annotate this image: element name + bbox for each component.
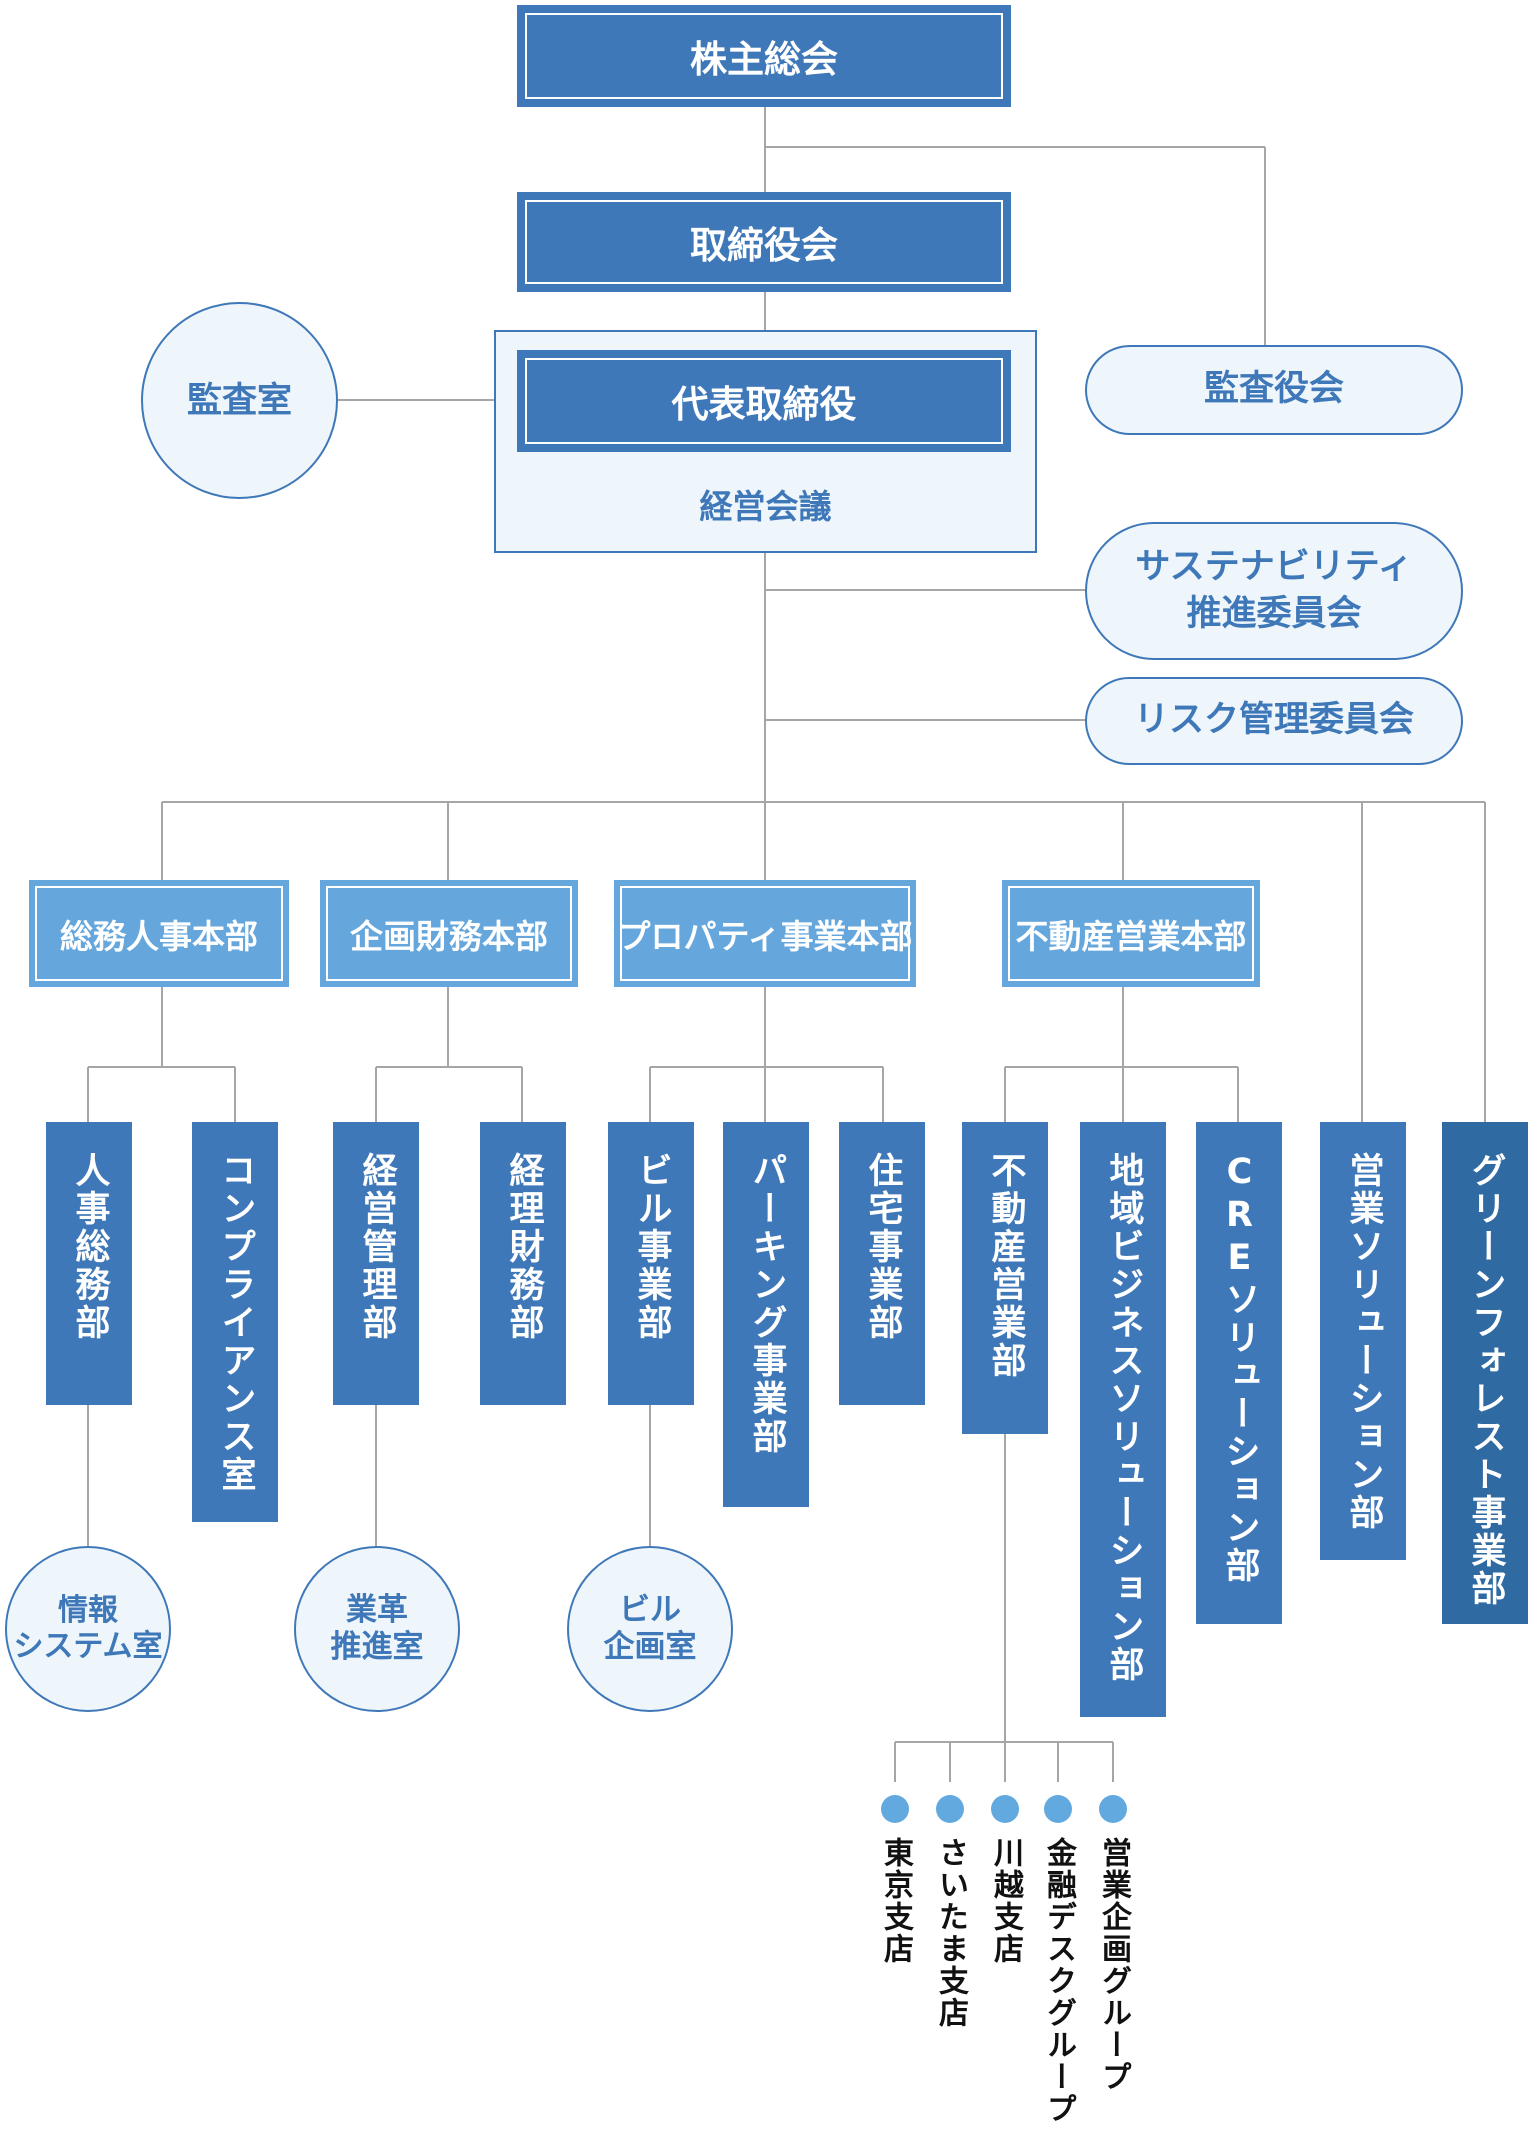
board-of-directors-box: 取締役会: [517, 192, 1011, 292]
dept-parking-label: パーキング事業部: [746, 1152, 787, 1456]
dept-sales-solutions: 営業ソリューション部: [1320, 1122, 1406, 1560]
audit-office-label: 監査室: [186, 380, 292, 421]
dept-compliance-label: コンプライアンス室: [215, 1152, 256, 1494]
branch-tokyo: 東京支店: [878, 1837, 913, 1965]
division-planning-finance: 企画財務本部: [320, 880, 578, 987]
sustainability-committee-pill: サステナビリティ 推進委員会: [1085, 522, 1463, 660]
sustainability-committee-line1: サステナビリティ: [1135, 546, 1413, 587]
division-planning-finance-label: 企画財務本部: [350, 916, 548, 956]
dept-hr-general: 人事総務部: [46, 1122, 132, 1405]
division-general-hr-label: 総務人事本部: [60, 916, 258, 956]
sustainability-committee-line2: 推進委員会: [1186, 594, 1362, 634]
dept-accounting-finance: 経理財務部: [480, 1122, 566, 1405]
dept-cre-solutions: CREソリューション部: [1196, 1122, 1282, 1624]
shareholders-meeting-label: 株主総会: [690, 38, 838, 81]
division-real-estate-sales: 不動産営業本部: [1002, 880, 1260, 987]
dept-business-mgmt-label: 経営管理部: [356, 1152, 397, 1342]
branch-dot: [936, 1795, 964, 1823]
dept-housing: 住宅事業部: [839, 1122, 925, 1405]
office-building-planning: ビル 企画室: [567, 1546, 733, 1712]
dept-business-mgmt: 経営管理部: [333, 1122, 419, 1405]
dept-green-forest: グリーンフォレスト事業部: [1442, 1122, 1528, 1624]
dept-compliance: コンプライアンス室: [192, 1122, 278, 1522]
audit-board-label: 監査役会: [1203, 369, 1344, 410]
dept-real-estate-sales-label: 不動産営業部: [985, 1152, 1026, 1380]
office-building-planning-line1: ビル: [619, 1591, 681, 1628]
president-label: 代表取締役: [671, 383, 857, 426]
office-info-systems-line1: 情報: [58, 1593, 118, 1628]
branch-dot: [1099, 1795, 1127, 1823]
division-property: プロパティ事業本部: [614, 880, 916, 987]
branch-dot: [1044, 1795, 1072, 1823]
branch-dot: [991, 1795, 1019, 1823]
dept-building-label: ビル事業部: [631, 1152, 672, 1342]
office-building-planning-line2: 企画室: [603, 1629, 697, 1665]
dept-accounting-finance-label: 経理財務部: [503, 1152, 544, 1342]
office-reform-promotion-line1: 業革: [346, 1591, 408, 1628]
branch-dot: [881, 1795, 909, 1823]
division-property-label: プロパティ事業本部: [617, 916, 913, 956]
dept-green-forest-label: グリーンフォレスト事業部: [1465, 1152, 1506, 1608]
board-of-directors-label: 取締役会: [690, 224, 838, 267]
division-real-estate-sales-label: 不動産営業本部: [1015, 916, 1247, 956]
risk-committee-label: リスク管理委員会: [1133, 700, 1414, 741]
office-info-systems-line2: システム室: [13, 1629, 163, 1664]
dept-regional-solutions: 地域ビジネスソリューション部: [1080, 1122, 1166, 1717]
dept-housing-label: 住宅事業部: [862, 1152, 903, 1342]
shareholders-meeting-box: 株主総会: [517, 5, 1011, 107]
office-reform-promotion-line2: 推進室: [330, 1629, 424, 1665]
risk-committee-pill: リスク管理委員会: [1085, 677, 1463, 765]
president-box: 代表取締役: [517, 350, 1011, 452]
audit-office-circle: 監査室: [141, 302, 338, 499]
office-reform-promotion: 業革 推進室: [294, 1546, 460, 1712]
dept-hr-general-label: 人事総務部: [69, 1152, 110, 1342]
dept-cre-solutions-label: CREソリューション部: [1219, 1152, 1260, 1585]
dept-regional-solutions-label: 地域ビジネスソリューション部: [1103, 1152, 1144, 1684]
division-general-hr: 総務人事本部: [29, 880, 289, 987]
dept-real-estate-sales: 不動産営業部: [962, 1122, 1048, 1434]
dept-parking: パーキング事業部: [723, 1122, 809, 1507]
branch-kawagoe: 川越支店: [988, 1837, 1023, 1965]
management-meeting-label: 経営会議: [699, 487, 832, 526]
dept-sales-solutions-label: 営業ソリューション部: [1343, 1152, 1384, 1532]
branch-finance-desk: 金融デスクグループ: [1041, 1837, 1076, 2125]
audit-board-pill: 監査役会: [1085, 345, 1463, 435]
dept-building: ビル事業部: [608, 1122, 694, 1405]
branch-saitama: さいたま支店: [933, 1837, 968, 2029]
branch-sales-planning: 営業企画グループ: [1096, 1837, 1131, 2093]
office-info-systems: 情報 システム室: [5, 1546, 171, 1712]
